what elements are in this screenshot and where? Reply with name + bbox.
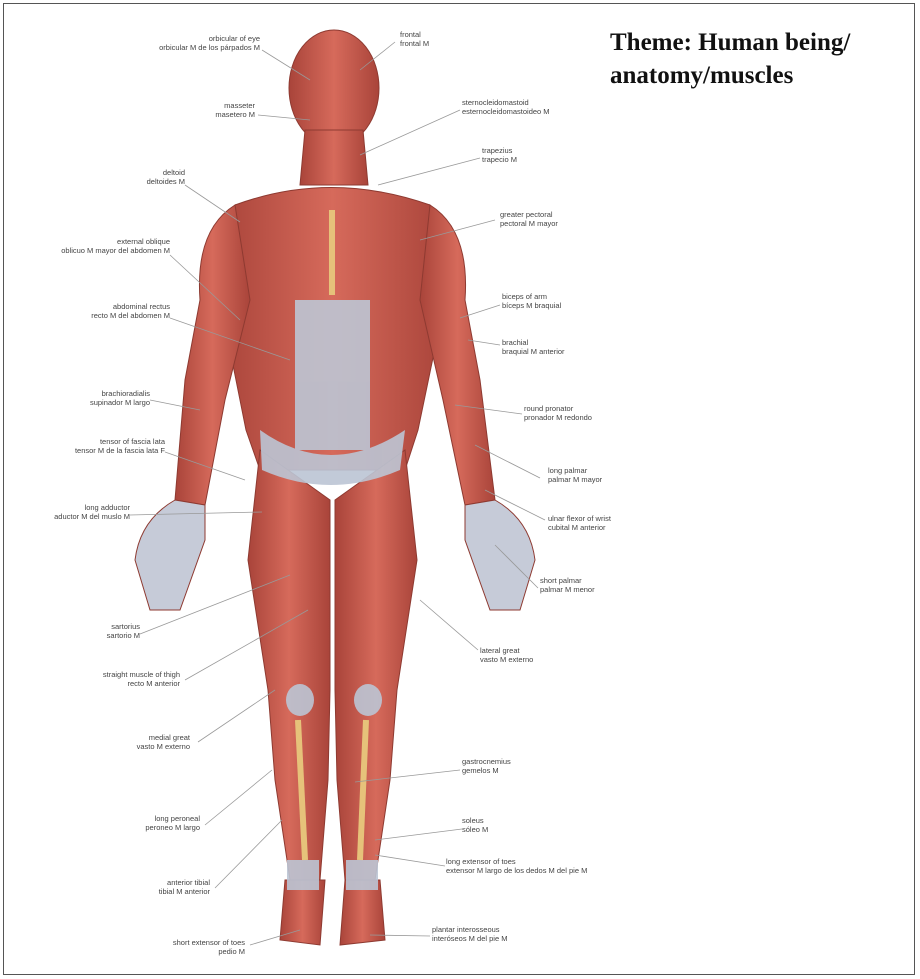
label-adductor: long adductoraductor M del muslo M [20,503,130,521]
label-shortext: short extensor of toespedio M [110,938,245,956]
label-soleus: soleussóleo M [462,816,488,834]
label-rectus: abdominal rectusrecto M del abdomen M [40,302,170,320]
label-gastro: gastrocnemiusgemelos M [462,757,511,775]
label-oblique: external obliqueoblicuo M mayor del abdo… [40,237,170,255]
label-frontal: frontalfrontal M [400,30,429,48]
label-sartorius: sartoriussartorio M [40,622,140,640]
label-plantar: plantar interosseousinteróseos M del pie… [432,925,507,943]
label-pectoral: greater pectoralpectoral M mayor [500,210,558,228]
label-orbicular: orbicular of eyeorbicular M de los párpa… [140,34,260,52]
label-extensortoes: long extensor of toesextensor M largo de… [446,857,587,875]
label-longpalmar: long palmarpalmar M mayor [548,466,602,484]
label-deltoid: deltoiddeltoides M [100,168,185,186]
label-brachioradialis: brachioradialissupinador M largo [40,389,150,407]
right-hand [135,500,205,610]
label-brachial: brachialbraquial M anterior [502,338,565,356]
head [289,30,379,146]
label-biceps: biceps of armbíceps M braquial [502,292,561,310]
label-trapezius: trapeziustrapecio M [482,146,517,164]
right-leg [248,450,330,880]
left-leg [335,450,417,880]
label-lateral: lateral greatvasto M externo [480,646,533,664]
label-straight: straight muscle of thighrecto M anterior [50,670,180,688]
label-pronator: round pronatorpronador M redondo [524,404,592,422]
label-sternocleido: sternocleidomastoidesternocleidomastoide… [462,98,550,116]
neck [300,130,368,185]
label-tensor: tensor of fascia latatensor M de la fasc… [30,437,165,455]
label-peroneal: long peronealperoneo M largo [90,814,200,832]
label-masseter: massetermasetero M [150,101,255,119]
left-hand [465,500,535,610]
label-shortpalmar: short palmarpalmar M menor [540,576,595,594]
label-ulnar: ulnar flexor of wristcubital M anterior [548,514,611,532]
body [135,30,535,945]
label-medial: medial greatvasto M externo [80,733,190,751]
label-tibial: anterior tibialtibial M anterior [100,878,210,896]
